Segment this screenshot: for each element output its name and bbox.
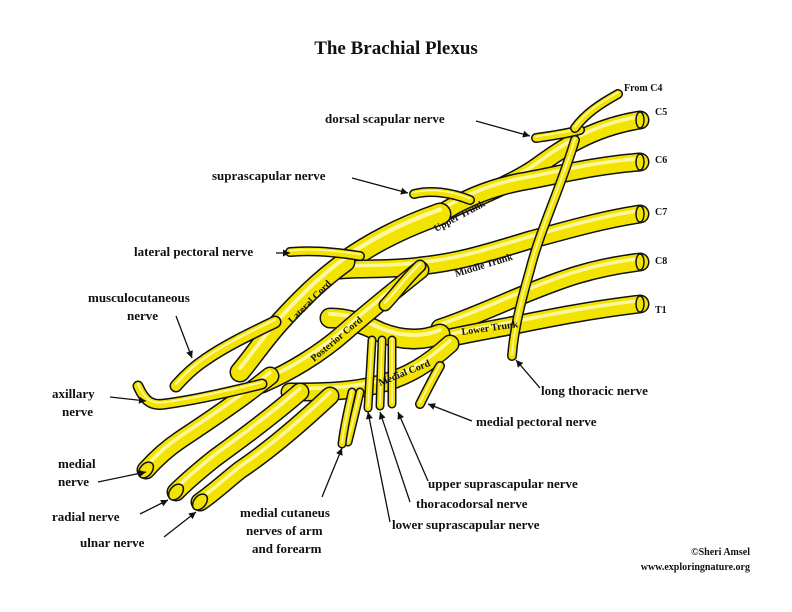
thoracodorsal-nerve-label: thoracodorsal nerve — [416, 496, 528, 511]
upper-subscapular-leader-arrowhead — [397, 412, 405, 420]
thoracodorsal-leader — [379, 411, 411, 503]
c7-cap — [635, 205, 645, 223]
from-c4-label: From C4 — [624, 83, 662, 94]
medial-cutaneous-label-line2: nerves of arm — [246, 523, 323, 538]
lateral-pectoral-nerve-label: lateral pectoral nerve — [134, 244, 253, 259]
dorsal-scapular-leader-arrowhead — [522, 130, 530, 138]
medial-pectoral-nerve — [415, 361, 445, 409]
lower-subscapular-leader-arrowhead — [365, 412, 373, 420]
musculocutaneous-label-line2: nerve — [127, 308, 158, 323]
medial-cutaneous-nerve-2 — [337, 387, 357, 449]
c8-label: C8 — [655, 256, 667, 267]
from-c4-branch — [570, 89, 623, 133]
suprascapular-nerve — [409, 187, 475, 205]
medial-cutaneous-nerve-1 — [343, 387, 365, 447]
c8-cap — [635, 253, 645, 271]
dorsal-scapular-leader — [475, 120, 531, 137]
ulnar-nerve — [190, 386, 340, 512]
leader-lines — [97, 120, 541, 538]
thoracodorsal-leader-arrowhead — [378, 412, 386, 420]
ulnar-nerve-leader-arrowhead — [188, 512, 196, 520]
c7-root — [330, 204, 650, 280]
axillary-leader-arrowhead — [138, 396, 146, 404]
medial-cutaneous-leader-arrowhead — [336, 448, 343, 456]
musculocutaneous-nerve — [169, 315, 282, 393]
axillary-label-line2: nerve — [62, 404, 93, 419]
lower-subscapular-nerve — [363, 335, 377, 413]
long-thoracic-leader-arrowhead — [516, 360, 524, 368]
c5-label: C5 — [655, 107, 667, 118]
lateral-pectoral-leader-arrowhead — [283, 249, 290, 257]
credit-author: ©Sheri Amsel — [691, 547, 750, 558]
root-end-caps — [137, 111, 645, 511]
thoracodorsal-nerve — [375, 335, 387, 411]
lateral-pectoral-nerve — [285, 246, 365, 261]
musculocutaneous-leader-arrowhead — [186, 350, 193, 358]
lower-subscapular-nerve-label: lower suprascapular nerve — [392, 517, 540, 532]
lower-trunk — [319, 307, 451, 350]
c6-label: C6 — [655, 155, 667, 166]
upper-subscapular-nerve-label: upper suprascapular nerve — [428, 476, 578, 491]
middle-trunk-link — [378, 259, 427, 312]
axillary-label-line1: axillary — [52, 386, 95, 401]
ulnar-nerve-cap — [191, 493, 209, 511]
musculocutaneous-label-line1: musculocutaneous — [88, 290, 190, 305]
medial-nerve-leader — [97, 471, 147, 483]
c6-cap — [635, 153, 645, 171]
upper-subscapular-leader — [397, 411, 429, 482]
medial-pectoral-leader-arrowhead — [428, 403, 436, 410]
diagram-title: The Brachial Plexus — [314, 38, 478, 59]
medial-cutaneous-leader — [321, 447, 343, 498]
c7-label: C7 — [655, 207, 667, 218]
lower-subscapular-leader — [367, 411, 391, 523]
leader-arrowheads — [138, 130, 530, 520]
medial-nerve-leader-arrowhead — [138, 470, 146, 477]
long-thoracic-nerve-label: long thoracic nerve — [541, 383, 648, 398]
dorsal-scapular-nerve-label: dorsal scapular nerve — [325, 111, 445, 126]
radial-nerve-label: radial nerve — [52, 509, 120, 524]
long-thoracic-nerve — [507, 135, 580, 361]
medial-cutaneous-label-line1: medial cutaneus — [240, 505, 330, 520]
suprascapular-leader-arrowhead — [400, 187, 408, 195]
ulnar-nerve-label: ulnar nerve — [80, 535, 145, 550]
medial-nerve-label-line2: nerve — [58, 474, 89, 489]
c5-cap — [635, 111, 645, 129]
medial-cutaneous-label-line3: and forearm — [252, 541, 322, 556]
t1-label: T1 — [655, 305, 667, 316]
medial-pectoral-nerve-label: medial pectoral nerve — [476, 414, 597, 429]
musculocutaneous-leader — [175, 315, 193, 359]
suprascapular-leader — [351, 177, 409, 194]
nerve-network — [132, 89, 650, 512]
medial-pectoral-leader — [427, 403, 473, 422]
t1-cap — [635, 295, 645, 313]
radial-nerve-leader-arrowhead — [160, 500, 168, 507]
radial-nerve — [166, 382, 310, 502]
axillary-nerve — [132, 378, 268, 410]
credit-site: www.exploringnature.org — [641, 562, 750, 573]
suprascapular-nerve-label: suprascapular nerve — [212, 168, 326, 183]
radial-nerve-cap — [167, 483, 185, 501]
medial-nerve-label-line1: medial — [58, 456, 96, 471]
